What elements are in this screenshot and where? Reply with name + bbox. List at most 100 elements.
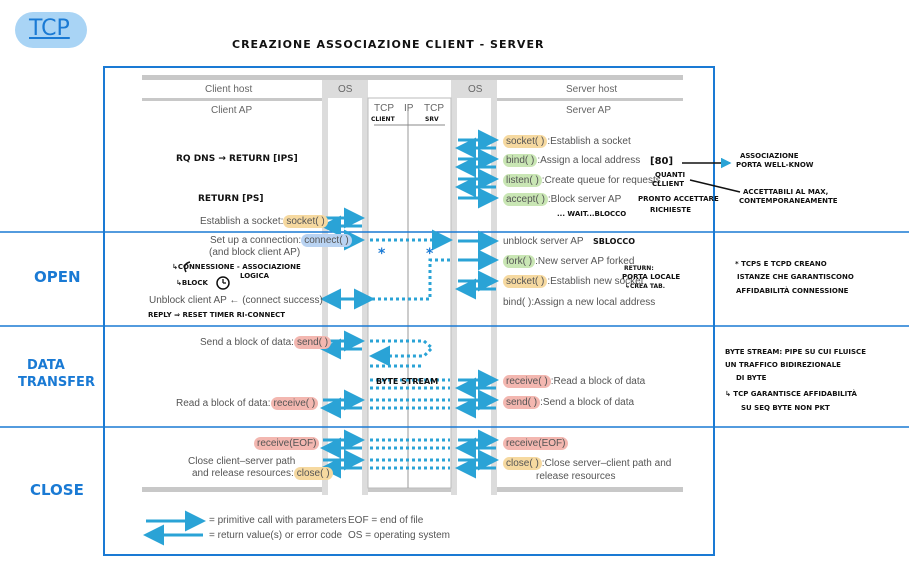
client-send-fn: send( ) <box>293 336 332 349</box>
client-establish-row: Establish a socket:socket( ) <box>200 215 328 228</box>
server-close-fn: close( ) <box>503 457 542 470</box>
note-tcp1: ↳ TCP GARANTISCE AFFIDABILITÀ <box>725 390 857 398</box>
client-close-fn: close( ) <box>293 467 333 480</box>
server-send-fn: send( ) <box>503 396 541 409</box>
client-connect-fn: connect( ) <box>301 234 352 247</box>
client-receive-fn: receive( ) <box>270 397 319 410</box>
note-return3: ↳CREA TAB. <box>625 283 666 290</box>
note-wait: ... WAIT...BLOCCO <box>557 210 627 218</box>
server-bind2: bind( ):Assign a new local address <box>503 297 656 308</box>
section-data: DATA <box>27 358 65 373</box>
ip-header: IP <box>404 103 414 114</box>
note-quanti1: QUANTI <box>655 171 686 179</box>
client-close2: and release resources: <box>192 468 294 479</box>
server-accept-row: accept( ):Block server AP <box>503 193 621 206</box>
client-send-label: Send a block of data: <box>200 337 294 348</box>
server-send-desc: :Send a block of data <box>540 397 635 408</box>
note-block: ↳BLOCK <box>176 279 208 287</box>
clock-icon <box>216 276 230 290</box>
note-star-line3: AFFIDABILITÀ CONNESSIONE <box>736 287 849 295</box>
client-receive-eof: receive(EOF) <box>254 437 320 450</box>
client-ap-header: Client AP <box>211 105 253 116</box>
client-socket-fn: socket( ) <box>283 215 328 228</box>
server-close-desc1: :Close server–client path and <box>541 458 672 469</box>
section-close: CLOSE <box>30 481 84 499</box>
note-accettabili2: CONTEMPORANEAMENTE <box>739 197 838 205</box>
server-accept-fn: accept( ) <box>503 193 548 206</box>
client-close1: Close client–server path <box>188 456 296 467</box>
client-host-header: Client host <box>205 84 253 95</box>
srv-sub-header: SRV <box>425 116 439 123</box>
server-bind-row: bind( ):Assign a local address <box>503 154 641 167</box>
note-quanti2: CLLIENT <box>652 180 685 188</box>
client-read-row: Read a block of data:receive( ) <box>176 397 319 410</box>
section-open: OPEN <box>34 268 81 286</box>
server-socket2-fn: socket( ) <box>503 275 548 288</box>
server-receive-eof-fn: receive(EOF) <box>503 437 569 450</box>
note-bs2: UN TRAFFICO BIDIREZIONALE <box>725 361 841 369</box>
server-receive-row: receive( ):Read a block of data <box>503 375 645 388</box>
server-socket-row: socket( ):Establish a socket <box>503 135 631 148</box>
server-ap-header: Server AP <box>566 105 612 116</box>
client-block-text: (and block client AP) <box>209 247 301 258</box>
server-listen-desc: :Create queue for requests <box>541 175 661 186</box>
note-connessione1: ↳CONNESSIONE - ASSOCIAZIONE <box>172 263 301 271</box>
note-bs3: DI BYTE <box>736 374 767 382</box>
note-pronto2: RICHIESTE <box>650 206 691 214</box>
server-receive-fn: receive( ) <box>503 375 551 388</box>
server-socket2-row: socket( ):Establish new socket <box>503 275 644 288</box>
note-assoc2: PORTA WELL-KNOW <box>736 161 814 169</box>
server-bind-fn: bind( ) <box>503 154 538 167</box>
legend-call: = primitive call with parameters <box>209 515 347 526</box>
legend-eof: EOF = end of file <box>348 515 424 526</box>
server-listen-row: listen( ):Create queue for requests <box>503 174 661 187</box>
section-transfer: TRANSFER <box>18 375 95 390</box>
server-socket-desc: :Establish a socket <box>547 136 631 147</box>
os-left-header: OS <box>338 84 353 95</box>
server-host-header: Server host <box>566 84 618 95</box>
legend-os: OS = operating system <box>348 530 450 541</box>
note-tcp2: SU SEQ BYTE NON PKT <box>741 404 830 412</box>
tcp-server-header: TCP <box>424 103 444 114</box>
tcp-logo-text: TCP <box>29 16 70 41</box>
note-bs1: BYTE STREAM: PIPE SU CUI FLUISCE <box>725 348 866 356</box>
server-close-row: close( ):Close server–client path and <box>503 457 672 470</box>
server-close-desc2: release resources <box>536 471 616 482</box>
tcp-client-header: TCP <box>374 103 394 114</box>
page-title: CREAZIONE ASSOCIAZIONE CLIENT - SERVER <box>232 38 545 51</box>
server-arrows <box>455 129 499 479</box>
note-accettabili1: ACCETTABILI AL MAX, <box>743 188 829 196</box>
tcp-logo <box>15 12 87 48</box>
note-byte-stream: BYTE STREAM <box>376 377 439 386</box>
server-receive-eof: receive(EOF) <box>503 437 569 450</box>
note-port80: [80] <box>650 156 674 167</box>
note-return2: PORTA LOCALE <box>622 273 681 281</box>
diagram-frame <box>103 66 715 556</box>
note-star-2: * <box>426 246 434 262</box>
client-receive-eof-fn: receive(EOF) <box>254 437 320 450</box>
note-pronto1: PRONTO ACCETTARE <box>638 195 719 203</box>
client-establish-label: Establish a socket: <box>200 216 284 227</box>
server-fork-desc: :New server AP forked <box>535 256 635 267</box>
annotation-arrows <box>183 157 741 273</box>
client-sub-header: CLIENT <box>371 116 395 123</box>
server-socket-fn: socket( ) <box>503 135 548 148</box>
note-return1: RETURN: <box>624 265 654 272</box>
os-right-header: OS <box>468 84 483 95</box>
server-bind-desc: :Assign a local address <box>537 155 641 166</box>
client-read-label: Read a block of data: <box>176 398 271 409</box>
note-rq-dns: RQ DNS → RETURN [IPs] <box>176 154 298 164</box>
legend-return: = return value(s) or error code <box>209 530 343 541</box>
note-star-line1: * TCPs e TCPD CREANO <box>735 260 827 268</box>
server-listen-fn: listen( ) <box>503 174 542 187</box>
client-setup-row: Set up a connection:connect( ) <box>210 234 352 247</box>
server-unblock: unblock server AP <box>503 236 584 247</box>
note-star-line2: ISTANZE CHE GARANTISCONO <box>737 273 854 281</box>
client-unblock: Unblock client AP ← (connect success) <box>149 295 323 306</box>
note-star-1: * <box>378 246 386 262</box>
client-setup-label: Set up a connection: <box>210 235 302 246</box>
client-close-row: and release resources:close( ) <box>192 467 333 480</box>
tcp-dotted-paths <box>354 229 453 470</box>
note-reply: REPLY ⇒ RESET TIMER RI-CONNECT <box>148 311 286 319</box>
